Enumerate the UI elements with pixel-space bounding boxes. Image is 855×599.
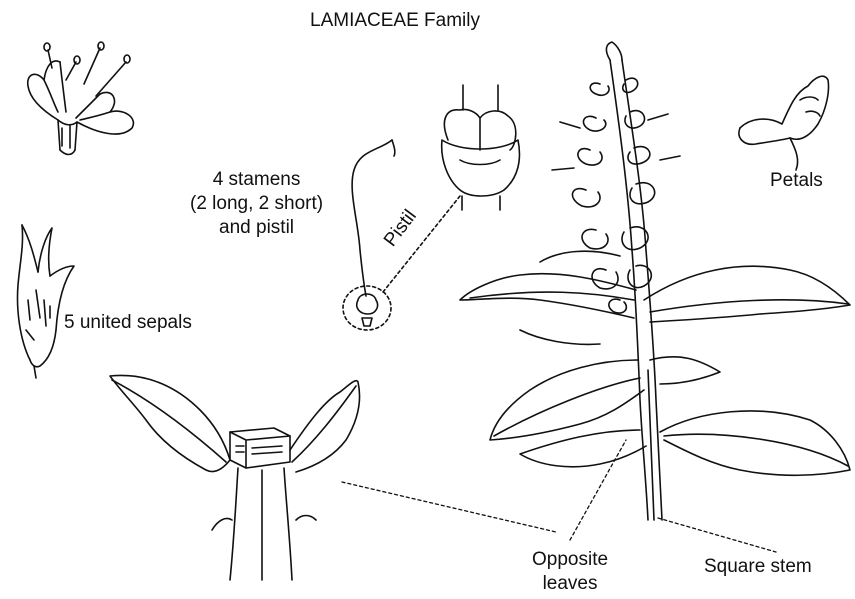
stamens-label-line-2: (2 long, 2 short) (190, 192, 323, 216)
opposite-leaves-label-line-2: leaves (532, 572, 608, 596)
pistil-illustration (343, 85, 519, 330)
petals-illustration (739, 76, 829, 170)
sepals-label: 5 united sepals (64, 312, 192, 334)
sepals-illustration (18, 225, 75, 378)
square-stem-label: Square stem (704, 556, 812, 578)
stamens-label-line-1: 4 stamens (190, 168, 323, 192)
petals-label: Petals (770, 170, 823, 192)
opposite-leaves-label: Opposite leaves (532, 548, 608, 596)
opposite-leaves-closeup-illustration (110, 375, 360, 580)
flower-spike-illustration (552, 78, 680, 313)
leader-lines (342, 440, 776, 552)
diagram-title: LAMIACEAE Family (310, 10, 480, 32)
stamens-flower-illustration (28, 42, 134, 155)
plant-leaves-illustration (460, 251, 850, 475)
plant-stem-illustration (606, 42, 662, 520)
opposite-leaves-label-line-1: Opposite (532, 548, 608, 572)
stamens-label: 4 stamens (2 long, 2 short) and pistil (190, 168, 323, 240)
stamens-label-line-3: and pistil (190, 216, 323, 240)
